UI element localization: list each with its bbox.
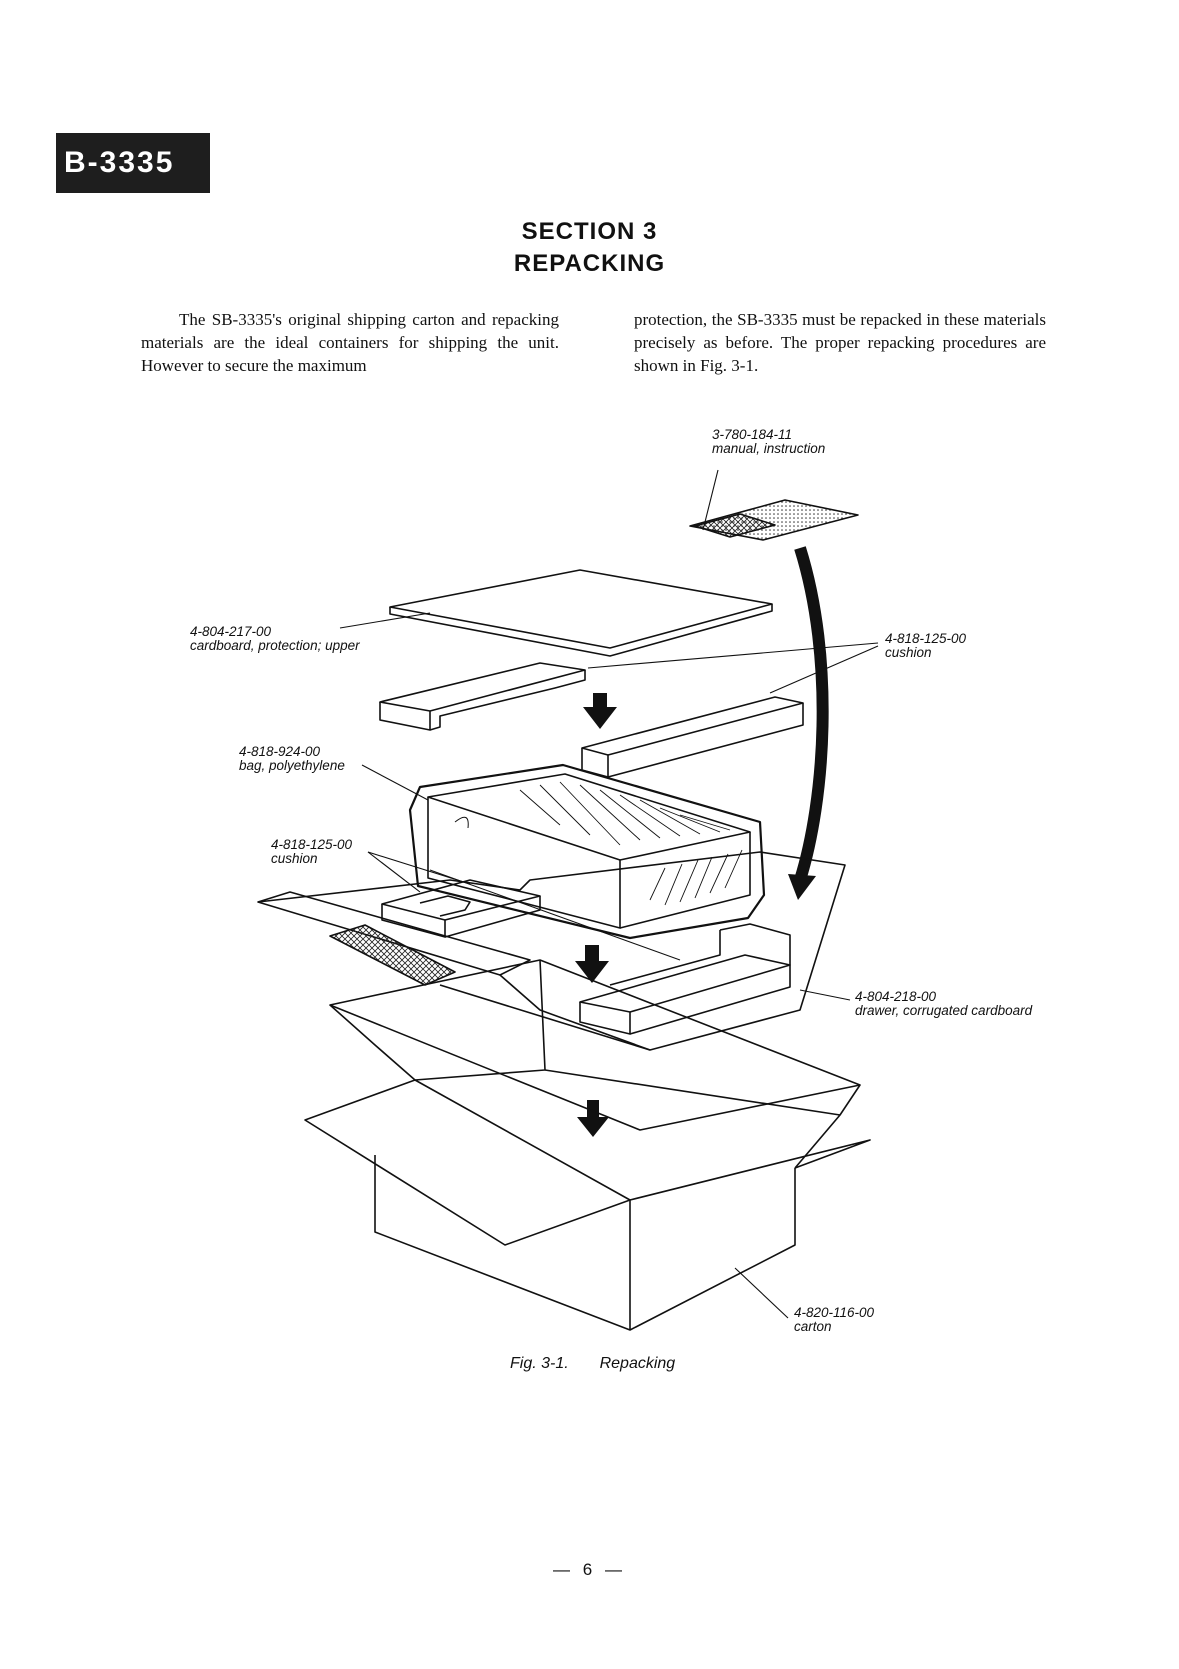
label-lower-cushion-partno: 4-818-125-00 — [271, 837, 353, 852]
label-bag-partno: 4-818-924-00 — [239, 744, 321, 759]
drawer-cardboard — [257, 851, 846, 1051]
intro-paragraph-col1: The SB-3335's original shipping carton a… — [141, 310, 559, 375]
label-carton-desc: carton — [794, 1319, 832, 1334]
label-upper-cushion-partno: 4-818-125-00 — [885, 631, 967, 646]
label-upper-cushion-desc: cushion — [885, 645, 932, 660]
label-manual: 3-780-184-11 manual, instruction — [712, 428, 825, 456]
curved-arrow-head — [788, 874, 816, 900]
model-tab: B-3335 — [56, 133, 210, 193]
section-title: REPACKING — [513, 250, 666, 277]
curved-arrow — [794, 546, 829, 882]
lower-cushion-right — [579, 923, 791, 1035]
label-upper-cushion: 4-818-125-00 cushion — [885, 632, 966, 660]
arrow-down-1 — [583, 693, 617, 729]
label-upper-cardboard: 4-804-217-00 cardboard, protection; uppe… — [190, 625, 360, 653]
label-bag-desc: bag, polyethylene — [239, 758, 345, 773]
lower-cushion-left — [381, 879, 541, 938]
figure-caption: Fig. 3-1. Repacking — [510, 1355, 675, 1373]
figure-caption-title: Repacking — [599, 1355, 676, 1372]
label-manual-desc: manual, instruction — [712, 441, 826, 456]
intro-paragraph-col2: protection, the SB-3335 must be repacked… — [634, 310, 1046, 375]
label-lower-cushion: 4-818-125-00 cushion — [271, 838, 352, 866]
label-lower-cushion-desc: cushion — [271, 851, 318, 866]
upper-cushion-left — [379, 662, 586, 731]
figure-caption-number: Fig. 3-1. — [510, 1355, 569, 1372]
upper-cardboard-part — [389, 569, 773, 657]
carton — [304, 959, 871, 1331]
label-drawer: 4-804-218-00 drawer, corrugated cardboar… — [855, 990, 1032, 1018]
label-drawer-desc: drawer, corrugated cardboard — [855, 1003, 1033, 1018]
label-upper-cardboard-desc: cardboard, protection; upper — [190, 638, 360, 653]
label-carton: 4-820-116-00 carton — [794, 1306, 874, 1334]
arrow-down-2 — [575, 945, 609, 983]
leader-lines — [339, 469, 879, 1319]
label-drawer-partno: 4-804-218-00 — [855, 989, 937, 1004]
label-bag: 4-818-924-00 bag, polyethylene — [239, 745, 345, 773]
page-number: — 6 — — [553, 1560, 626, 1579]
label-upper-cardboard-partno: 4-804-217-00 — [190, 624, 272, 639]
arrow-down-3 — [577, 1100, 609, 1137]
manual-part — [689, 499, 859, 541]
section-number: SECTION 3 — [521, 218, 658, 245]
label-carton-partno: 4-820-116-00 — [794, 1305, 875, 1320]
unit-in-bag — [408, 763, 766, 940]
label-manual-partno: 3-780-184-11 — [712, 427, 793, 442]
